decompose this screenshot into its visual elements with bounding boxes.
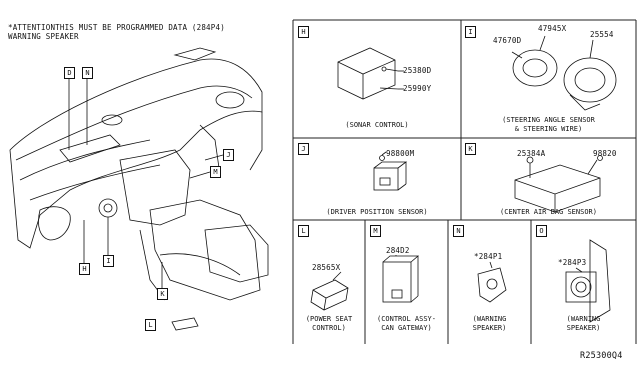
panel-j-caption: (DRIVER POSITION SENSOR)	[326, 208, 428, 216]
part-number: *284P3	[558, 258, 587, 267]
part-number: *284P1	[474, 252, 503, 261]
panel-k-tag: K	[465, 143, 476, 155]
can-gateway-illustration	[382, 255, 420, 303]
driver-position-sensor-illustration	[373, 155, 408, 191]
panel-l-caption-line2: CONTROL)	[312, 324, 346, 332]
panel-l-caption: (POWER SEAT	[305, 315, 353, 323]
diagram-reference-code: R25300Q4	[580, 351, 623, 361]
callout-k[interactable]: K	[157, 288, 168, 300]
loose-module-illustration	[171, 317, 199, 331]
attention-note-subtitle: WARNING SPEAKER	[8, 32, 79, 41]
panel-j-tag: J	[298, 143, 309, 155]
callout-i[interactable]: I	[103, 255, 114, 267]
callout-m[interactable]: M	[210, 166, 221, 178]
part-number: 284D2	[386, 246, 410, 255]
panel-n-caption-line2: SPEAKER)	[472, 324, 507, 332]
part-number: 98800M	[386, 149, 415, 158]
part-number: 25380D	[403, 66, 432, 75]
panel-grid	[292, 19, 637, 344]
panel-m-caption: (CONTROL ASSY-	[376, 315, 436, 323]
callout-d[interactable]: D	[64, 67, 75, 79]
warning-speaker-o-illustration	[565, 239, 611, 323]
callout-n[interactable]: N	[82, 67, 93, 79]
sonar-control-illustration	[337, 47, 399, 100]
panel-i-caption: (STEERING ANGLE SENSOR	[502, 116, 595, 124]
part-number: 25990Y	[403, 84, 432, 93]
part-number: 25554	[590, 30, 614, 39]
callout-h[interactable]: H	[79, 263, 90, 275]
panel-n-tag: N	[453, 225, 464, 237]
callout-l[interactable]: L	[145, 319, 156, 331]
warning-speaker-n-illustration	[477, 267, 507, 303]
panel-m-caption-line2: CAN GATEWAY)	[381, 324, 432, 332]
panel-i-caption-line2: & STEERING WIRE)	[514, 125, 583, 133]
part-leader-lines	[332, 70, 583, 281]
panel-m-tag: M	[370, 225, 381, 237]
part-number: 47945X	[538, 24, 567, 33]
panel-h-tag: H	[298, 26, 309, 38]
airbag-sensor-illustration	[514, 155, 603, 213]
panel-n-caption: (WARNING	[472, 315, 507, 323]
panel-o-caption-line2: SPEAKER)	[566, 324, 601, 332]
callout-j[interactable]: J	[223, 149, 234, 161]
panel-k-caption: (CENTER AIR BAG SENSOR)	[500, 208, 597, 216]
dashboard-illustration	[9, 47, 269, 301]
panel-h-caption: (SONAR CONTROL)	[345, 121, 409, 129]
panel-l-tag: L	[298, 225, 309, 237]
panel-o-caption: (WARNING	[566, 315, 601, 323]
power-seat-control-illustration	[310, 279, 349, 311]
steering-sensor-illustration	[511, 35, 617, 111]
panel-o-tag: O	[536, 225, 547, 237]
part-number: 28565X	[312, 263, 341, 272]
part-number: 25384A	[517, 149, 546, 158]
part-number: 47670D	[493, 36, 522, 45]
part-number: 98820	[593, 149, 617, 158]
panel-i-tag: I	[465, 26, 476, 38]
attention-note: *ATTENTIONTHIS MUST BE PROGRAMMED DATA (…	[8, 23, 225, 32]
